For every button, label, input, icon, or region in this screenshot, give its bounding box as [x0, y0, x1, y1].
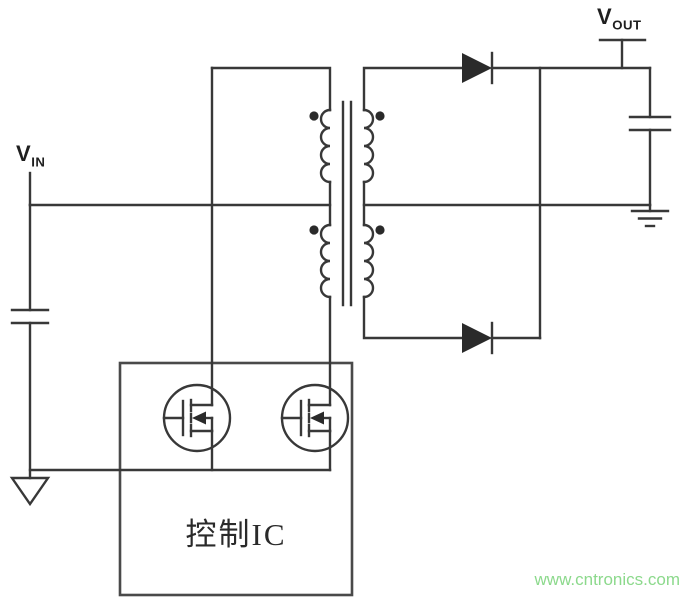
mosfet-right [280, 383, 350, 472]
transformer-primary-winding [319, 108, 332, 299]
mosfet-arrow-icon [310, 411, 324, 425]
phase-dot-icon [375, 111, 385, 121]
vout-terminal [598, 38, 647, 70]
vout-label: VOUT [597, 4, 642, 33]
phase-dots [309, 111, 385, 235]
vin-lead [28, 171, 332, 312]
rectifier-diode-top [462, 51, 652, 85]
rectifier-diode-bottom [462, 66, 542, 355]
transformer-secondary-winding [362, 108, 375, 299]
secondary-top-rail [362, 66, 464, 112]
mosfet-arrow-icon [192, 411, 206, 425]
phase-dot-icon [309, 225, 319, 235]
watermark-text: www.cntronics.com [534, 570, 680, 589]
vin-label: VIN [16, 141, 46, 170]
secondary-bottom-rail [362, 295, 464, 340]
phase-dot-icon [309, 111, 319, 121]
control-ic-box [118, 361, 354, 597]
diode-icon [462, 53, 492, 83]
phase-dot-icon [375, 225, 385, 235]
mosfet-left [162, 383, 232, 472]
transformer-core [341, 100, 353, 307]
primary-top-link [210, 66, 332, 407]
output-capacitor [628, 66, 672, 207]
output-ground-icon [630, 203, 670, 228]
diode-icon [462, 323, 492, 353]
input-ground-icon [9, 476, 51, 507]
input-capacitor [10, 308, 50, 480]
circuit-lines [9, 38, 672, 507]
control-ic-label: 控制IC [185, 517, 287, 552]
transformer [309, 100, 385, 307]
